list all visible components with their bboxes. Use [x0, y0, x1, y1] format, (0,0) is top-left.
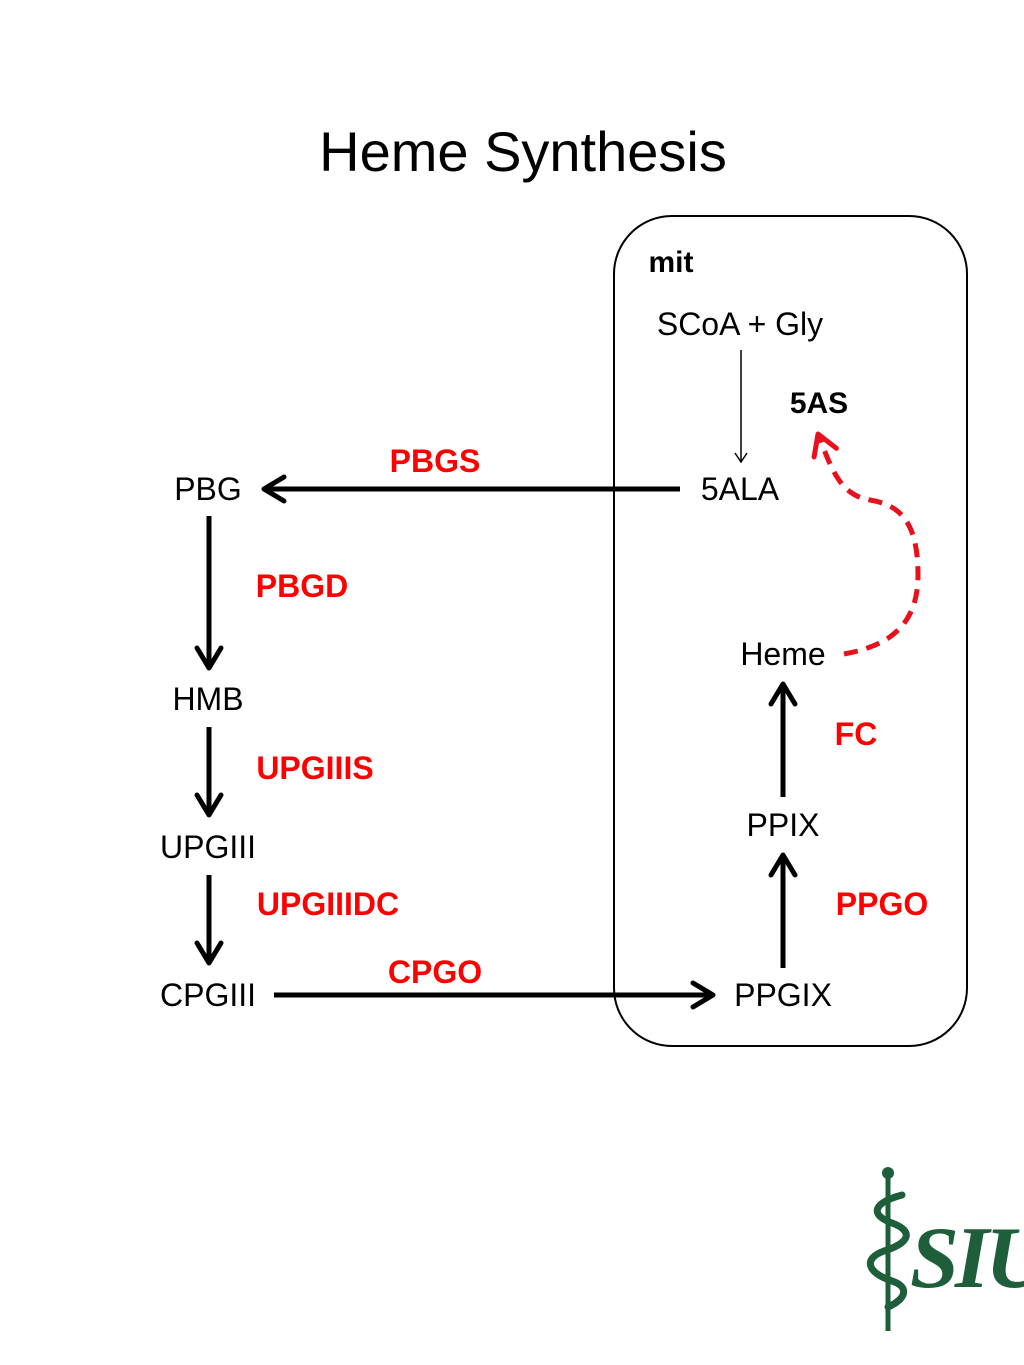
enzyme-5as: 5AS: [789, 387, 849, 420]
enzyme-pbgd: PBGD: [255, 568, 349, 604]
metabolite-hmb: HMB: [172, 681, 244, 717]
metabolite-cpgiii: CPGIII: [159, 977, 257, 1013]
enzyme-ppgo: PPGO: [835, 886, 929, 922]
siu-logo: SIU: [862, 1165, 1024, 1335]
arrow-heme-feedback: [811, 431, 921, 657]
metabolite-upgiii: UPGIII: [159, 829, 257, 865]
enzyme-cpgo: CPGO: [387, 954, 483, 990]
enzyme-fc: FC: [834, 716, 878, 752]
metabolite-scoa-gly: SCoA + Gly: [656, 306, 824, 342]
page-title: Heme Synthesis: [319, 120, 727, 183]
caduceus-icon: [867, 1167, 910, 1331]
siu-logo-text: SIU: [910, 1210, 1024, 1307]
mitochondrion-box: [613, 215, 968, 1047]
metabolite-ppix: PPIX: [746, 807, 820, 843]
metabolite-pbg: PBG: [174, 471, 242, 507]
metabolite-heme: Heme: [740, 636, 826, 672]
enzyme-pbgs: PBGS: [389, 443, 481, 479]
compartment-label: mit: [648, 246, 694, 279]
enzyme-upgiiis: UPGIIIS: [256, 750, 374, 786]
metabolite-5ala: 5ALA: [700, 471, 780, 507]
enzyme-upgiiidc: UPGIIIDC: [256, 886, 400, 922]
metabolite-ppgix: PPGIX: [734, 977, 832, 1013]
